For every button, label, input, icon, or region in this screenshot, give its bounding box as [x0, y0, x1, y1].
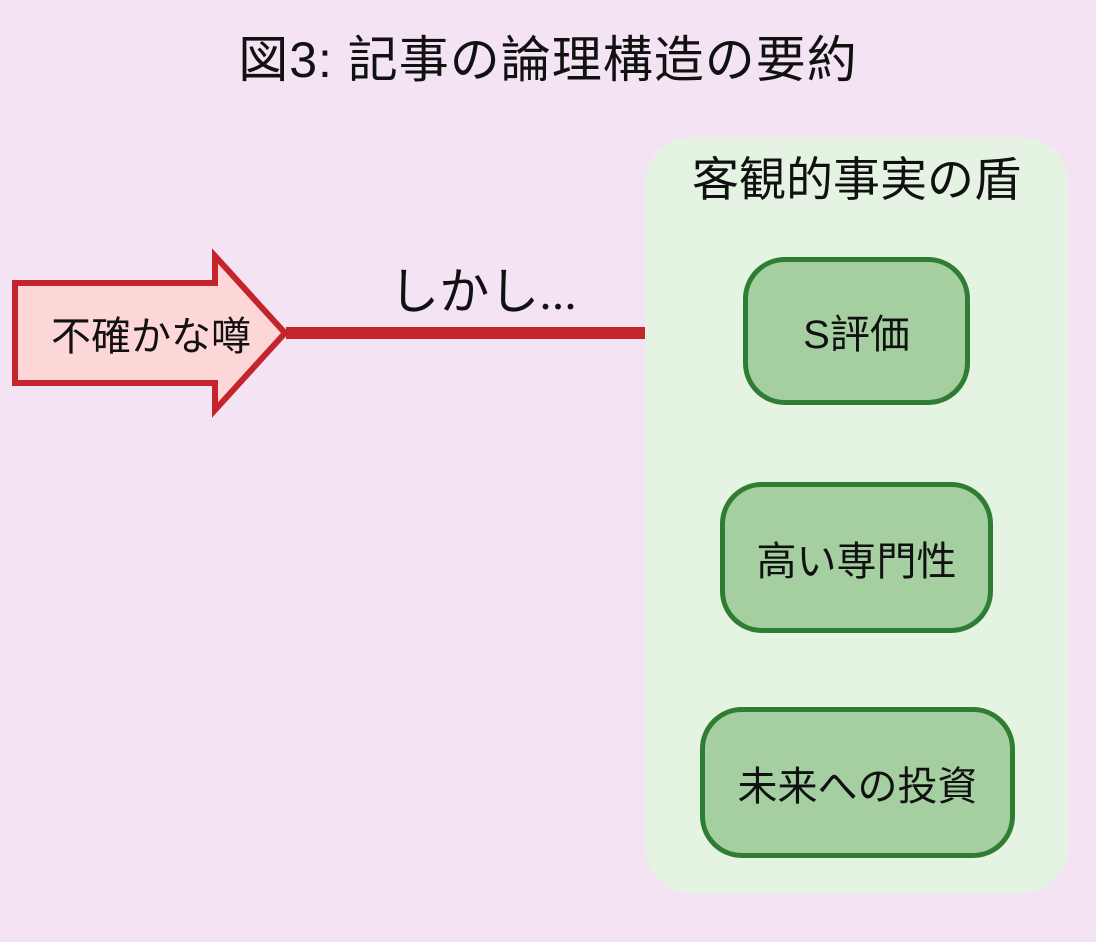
block-arrow-shape — [12, 248, 290, 418]
fact-box-expertise-label: 高い専門性 — [756, 539, 957, 584]
fact-box-future-investment: 未来への投資 — [700, 707, 1015, 858]
panel-title: 客観的事実の盾 — [692, 153, 1021, 206]
fact-box-future-investment-label: 未来への投資 — [737, 764, 978, 809]
fact-box-s-rating: S評価 — [743, 257, 970, 405]
transition-label: しかし... — [389, 264, 577, 320]
fact-box-expertise: 高い専門性 — [720, 482, 993, 633]
block-arrow-label: 不確かな噂 — [51, 315, 251, 359]
fact-box-s-rating-label: S評価 — [803, 313, 910, 357]
figure-title: 図3: 記事の論理構造の要約 — [238, 32, 858, 88]
